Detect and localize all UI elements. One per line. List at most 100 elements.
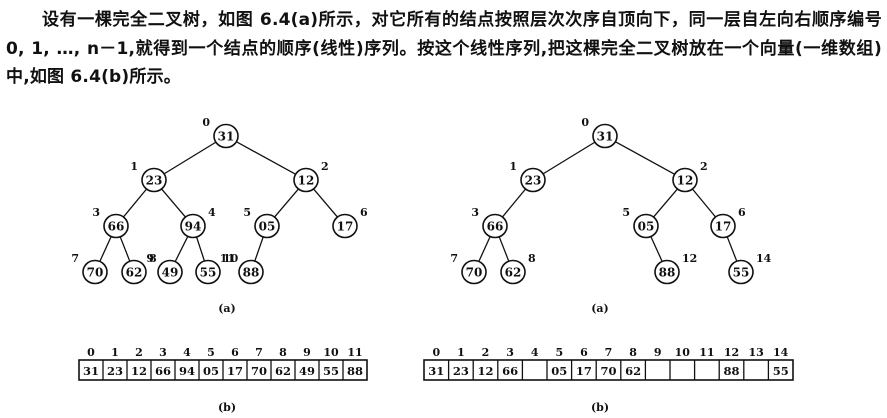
right-tree-edge — [615, 141, 675, 175]
right-tree-node-index: 12 — [682, 252, 697, 265]
right-array-value: 66 — [502, 364, 518, 378]
left-tree-node-index: 6 — [360, 206, 368, 219]
right-tree-node-index: 0 — [581, 116, 589, 129]
left-array-value: 55 — [323, 364, 339, 378]
left-tree-node-circle — [332, 213, 358, 239]
left-tree-node-value: 23 — [146, 174, 163, 188]
right-tree-node-value: 88 — [659, 266, 676, 280]
left-tree-edge — [99, 236, 112, 262]
left-tree-node-circle — [82, 259, 108, 285]
left-array-index: 8 — [279, 346, 287, 359]
right-tree-node-circle — [672, 167, 698, 193]
left-tree-node-value: 70 — [87, 266, 104, 280]
right-array-index: 2 — [482, 346, 490, 359]
left-tree-node-circle — [195, 259, 221, 285]
right-tree-node-circle — [482, 213, 508, 239]
right-array-value: 70 — [600, 364, 616, 378]
left-tree-node-index: 1 — [130, 160, 138, 173]
right-array-value: 62 — [625, 364, 641, 378]
left-array-value: 17 — [227, 364, 243, 378]
right-tree-node-circle — [710, 213, 736, 239]
right-tree-node-circle — [520, 167, 546, 193]
right-tree-node-index: 3 — [471, 206, 479, 219]
left-tree-node-index: 10 — [223, 252, 239, 265]
left-array-index: 9 — [303, 346, 311, 359]
left-array-value: 49 — [299, 364, 315, 378]
left-array-value: 94 — [179, 364, 195, 378]
left-tree-node-index: 7 — [71, 252, 79, 265]
left-array-value: 70 — [251, 364, 267, 378]
left-array-value: 05 — [203, 364, 219, 378]
left-tree-node-value: 31 — [218, 130, 235, 144]
right-tree-node-index: 7 — [450, 252, 458, 265]
left-tree-node-circle — [238, 259, 264, 285]
right-tree-node-value: 05 — [638, 220, 655, 234]
left-array-index: 5 — [207, 346, 215, 359]
left-tree-node-circle — [157, 259, 183, 285]
right-tree-node-value: 66 — [487, 220, 504, 234]
left-tree-node-index: 0 — [202, 116, 210, 129]
right-array-value: 12 — [477, 364, 493, 378]
left-tree-edge — [161, 188, 186, 218]
right-array-index: 14 — [773, 346, 789, 359]
left-tree-edge — [196, 237, 205, 261]
right-tree-node-index: 1 — [509, 160, 517, 173]
left-tree-node-index: 4 — [208, 206, 216, 219]
left-array-index: 2 — [135, 346, 143, 359]
left-tree-caption: (a) — [218, 302, 236, 315]
left-array-index: 4 — [183, 346, 191, 359]
left-array-value: 62 — [275, 364, 291, 378]
left-tree-node-value: 05 — [259, 220, 276, 234]
left-tree-node-index: 8 — [149, 252, 157, 265]
right-array-index: 7 — [605, 346, 613, 359]
right-tree-caption: (a) — [591, 302, 609, 315]
right-tree-node-index: 2 — [700, 160, 708, 173]
right-array-value: 05 — [551, 364, 567, 378]
left-tree-node-index: 2 — [321, 160, 329, 173]
right-array-value: 23 — [453, 364, 469, 378]
left-tree-node-circle — [141, 167, 167, 193]
left-array-value: 88 — [347, 364, 363, 378]
left-array-caption: (b) — [218, 401, 236, 414]
right-tree-node-index: 5 — [622, 206, 630, 219]
right-tree-node-circle — [500, 259, 526, 285]
left-tree-node-value: 88 — [243, 266, 260, 280]
left-tree-edge — [274, 188, 299, 218]
right-array-index: 13 — [748, 346, 763, 359]
right-tree-node-index: 14 — [756, 252, 772, 265]
left-tree-node-value: 66 — [108, 220, 125, 234]
right-array-index: 5 — [555, 346, 563, 359]
left-array-index: 7 — [255, 346, 263, 359]
right-tree-edge — [653, 188, 678, 218]
left-array-index: 6 — [231, 346, 239, 359]
right-array-index: 11 — [699, 346, 714, 359]
left-tree-node-value: 17 — [337, 220, 354, 234]
right-tree-node-index: 8 — [528, 252, 536, 265]
right-tree-node-value: 55 — [733, 266, 750, 280]
left-tree-node-index: 9 — [146, 252, 154, 265]
left-tree-edge — [174, 236, 189, 262]
right-array-frame — [423, 359, 794, 381]
right-tree-edge — [478, 236, 491, 262]
right-tree-node-value: 70 — [466, 266, 483, 280]
right-array-index: 3 — [506, 346, 514, 359]
left-tree-node-value: 49 — [162, 266, 179, 280]
left-array-index: 0 — [87, 346, 95, 359]
right-array-value: 17 — [576, 364, 592, 378]
right-array-value: 31 — [428, 364, 444, 378]
left-tree-edge — [163, 141, 217, 175]
right-tree-edge — [650, 236, 663, 262]
right-tree-node-index: 6 — [738, 206, 746, 219]
right-tree-node-circle — [461, 259, 487, 285]
left-tree-node-index: 11 — [220, 252, 235, 265]
left-tree-edge — [123, 188, 147, 218]
left-array-index: 1 — [111, 346, 119, 359]
right-array-value: 88 — [723, 364, 739, 378]
left-tree-node-circle — [213, 123, 239, 149]
body-paragraph: 设有一棵完全二叉树，如图 6.4(a)所示，对它所有的结点按照层次次序自顶向下，… — [6, 10, 882, 87]
right-array-index: 6 — [580, 346, 588, 359]
left-tree-edge — [313, 188, 338, 218]
left-array-index: 10 — [323, 346, 339, 359]
right-tree-edge — [498, 236, 510, 262]
